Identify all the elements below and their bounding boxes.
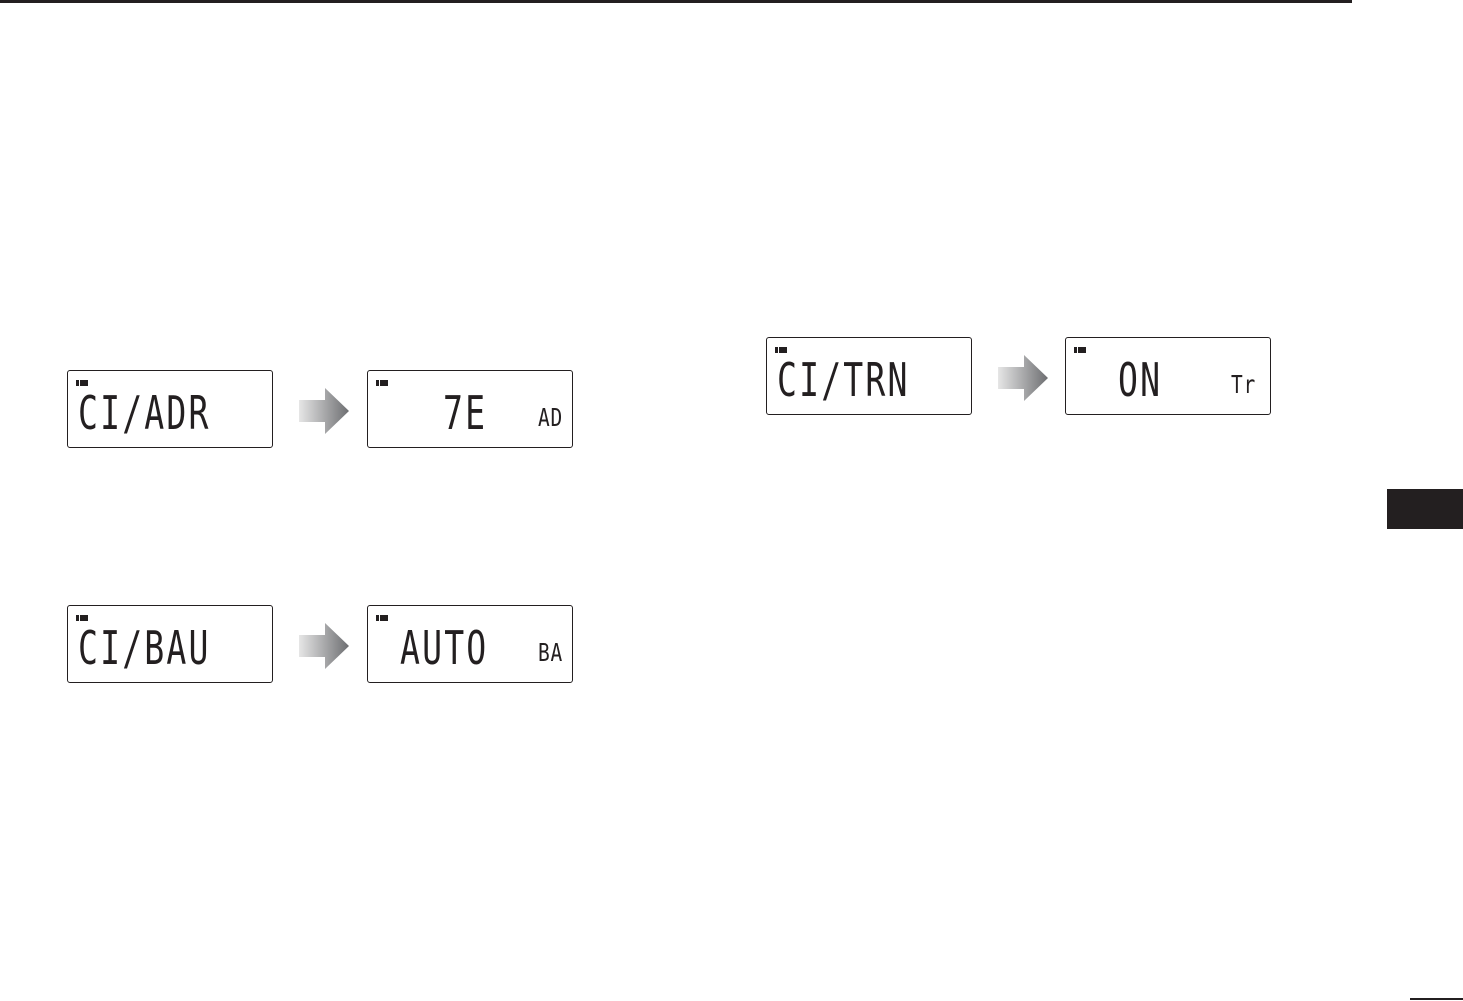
- lcd-main-text: 7E: [443, 388, 487, 438]
- lcd-display-bau-value: AUTO BA: [367, 605, 573, 683]
- lcd-main-text: AUTO: [400, 623, 488, 673]
- lcd-display-trn-menu: CI/TRN: [766, 337, 972, 415]
- lcd-main-text: CI/BAU: [78, 623, 211, 673]
- chapter-tab: [1387, 489, 1463, 529]
- lcd-display-adr-value: 7E AD: [367, 370, 573, 448]
- lcd-sub-text: AD: [538, 404, 563, 432]
- lcd-main-text: CI/TRN: [777, 355, 910, 405]
- lcd-display-trn-value: ON Tr: [1065, 337, 1271, 415]
- battery-icon: [376, 380, 388, 386]
- lcd-display-bau-menu: CI/BAU: [67, 605, 273, 683]
- lcd-display-adr-menu: CI/ADR: [67, 370, 273, 448]
- battery-icon: [1074, 347, 1086, 353]
- lcd-main-text: ON: [1118, 355, 1162, 405]
- right-arrow-icon: [299, 623, 349, 669]
- right-arrow-icon: [299, 388, 349, 434]
- lcd-main-text: CI/ADR: [78, 388, 211, 438]
- lcd-sub-text: BA: [538, 639, 563, 667]
- lcd-sub-text: Tr: [1231, 371, 1256, 399]
- right-arrow-icon: [998, 355, 1048, 401]
- page-number-rule: [1410, 998, 1463, 1000]
- top-rule: [0, 0, 1352, 3]
- battery-icon: [376, 615, 388, 621]
